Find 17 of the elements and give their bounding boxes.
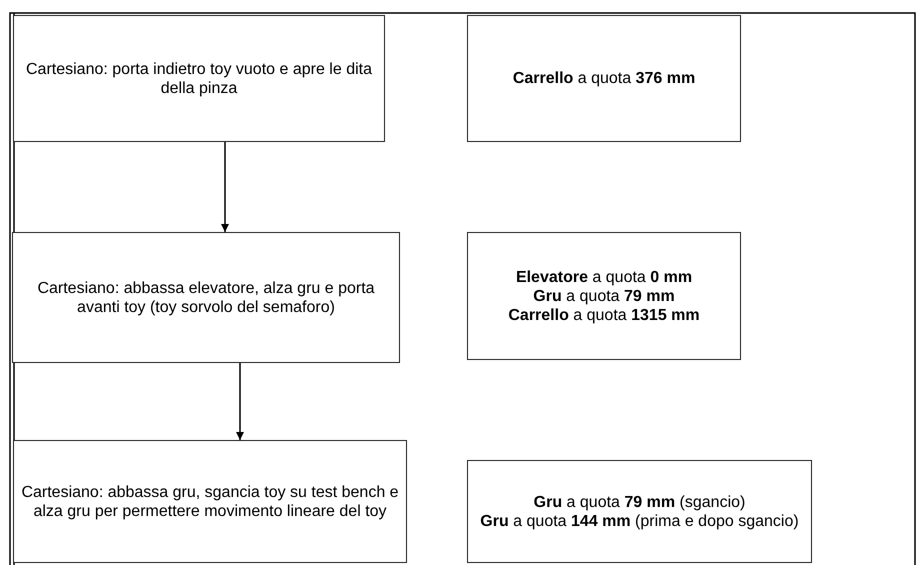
box-text: Cartesiano: abbassa gru, sgancia toy su test bench e alza gru per permettere movimento lineare del toy [20, 482, 400, 520]
box-text: Carrello a quota 1315 mm [508, 306, 700, 324]
box-text: Gru a quota 79 mm (sgancio) [534, 492, 746, 512]
box-text: Elevatore a quota 0 mm [516, 268, 692, 286]
arrow [221, 142, 229, 232]
position-box [467, 232, 741, 360]
process-box [12, 232, 400, 363]
box-text: Cartesiano: porta indietro toy vuoto e apre le dita della pinza [25, 60, 373, 98]
arrow [236, 363, 244, 440]
box-text: Carrello a quota 376 mm [512, 69, 696, 88]
box-text: Gru a quota 79 mm [533, 286, 675, 306]
process-box [13, 15, 385, 142]
process-box [13, 440, 407, 563]
box-text: Cartesiano: abbassa elevatore, alza gru e porta avanti toy (toy sorvolo del semaforo) [36, 278, 376, 316]
position-box [467, 460, 812, 563]
box-text: Gru a quota 144 mm (prima e dopo sgancio) [480, 512, 799, 530]
position-box [467, 15, 741, 142]
